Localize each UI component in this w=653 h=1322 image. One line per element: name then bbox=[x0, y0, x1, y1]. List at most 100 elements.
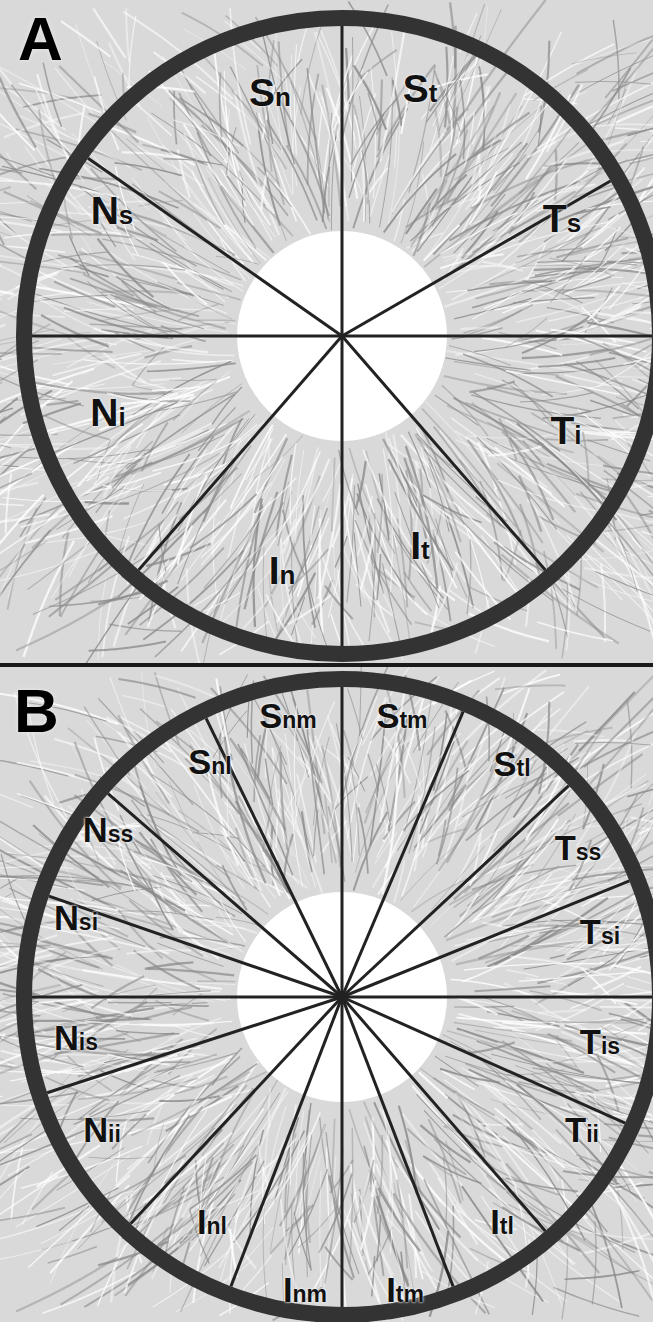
fiber bbox=[606, 530, 653, 656]
fiber bbox=[384, 736, 410, 783]
fiber bbox=[0, 541, 47, 603]
fiber bbox=[126, 8, 129, 62]
fiber bbox=[157, 829, 245, 904]
fiber bbox=[380, 31, 404, 161]
fiber bbox=[461, 1030, 497, 1051]
fiber bbox=[235, 758, 310, 886]
fiber bbox=[182, 384, 242, 434]
fiber bbox=[355, 743, 409, 873]
fiber bbox=[90, 379, 209, 454]
fiber bbox=[467, 539, 471, 614]
fiber bbox=[173, 381, 217, 420]
fiber bbox=[159, 524, 166, 572]
fiber bbox=[12, 399, 65, 401]
fiber bbox=[287, 145, 327, 229]
fiber bbox=[178, 448, 243, 584]
fiber bbox=[80, 808, 151, 869]
fiber bbox=[80, 187, 197, 266]
fiber bbox=[611, 526, 653, 641]
fiber bbox=[467, 281, 552, 290]
fiber bbox=[280, 163, 292, 195]
fiber bbox=[473, 293, 515, 319]
fiber bbox=[220, 569, 235, 620]
fiber bbox=[0, 867, 74, 871]
fiber bbox=[84, 502, 129, 504]
fiber bbox=[0, 187, 11, 207]
fiber bbox=[206, 169, 253, 226]
fiber bbox=[184, 133, 252, 254]
fiber bbox=[351, 98, 397, 164]
fiber bbox=[0, 305, 2, 360]
fiber bbox=[468, 436, 512, 438]
fiber bbox=[163, 262, 207, 304]
fiber bbox=[228, 428, 273, 558]
fiber bbox=[249, 877, 283, 893]
fiber bbox=[523, 265, 600, 267]
fiber bbox=[449, 590, 481, 612]
fiber bbox=[102, 247, 227, 314]
fiber bbox=[164, 181, 248, 248]
fiber bbox=[538, 358, 615, 367]
fiber bbox=[170, 98, 224, 160]
fiber bbox=[281, 447, 318, 575]
fiber bbox=[433, 1078, 494, 1116]
fiber bbox=[185, 918, 258, 933]
fiber bbox=[24, 541, 74, 657]
fiber bbox=[91, 976, 144, 1008]
fiber bbox=[11, 85, 80, 166]
fiber bbox=[503, 1104, 532, 1130]
fiber bbox=[94, 328, 208, 352]
fiber bbox=[487, 150, 524, 184]
fiber bbox=[411, 1178, 461, 1237]
fiber bbox=[305, 460, 317, 513]
fiber bbox=[22, 1172, 53, 1225]
fiber bbox=[197, 319, 235, 321]
fiber bbox=[361, 519, 376, 589]
fiber bbox=[424, 225, 460, 261]
fiber bbox=[0, 324, 6, 369]
fiber bbox=[369, 513, 375, 641]
fiber bbox=[590, 314, 653, 355]
fiber bbox=[283, 459, 329, 545]
fiber bbox=[0, 754, 68, 776]
fiber bbox=[362, 150, 370, 223]
fiber bbox=[588, 286, 620, 320]
fiber bbox=[159, 1096, 220, 1101]
fiber bbox=[0, 442, 118, 449]
fiber bbox=[479, 1134, 553, 1156]
fiber bbox=[243, 594, 272, 628]
fiber bbox=[265, 716, 313, 858]
fiber bbox=[211, 434, 286, 542]
fiber bbox=[550, 258, 614, 275]
fiber bbox=[159, 191, 221, 228]
fiber bbox=[141, 857, 243, 900]
fiber bbox=[119, 381, 219, 407]
fiber bbox=[98, 239, 154, 298]
fiber bbox=[506, 371, 620, 394]
fiber bbox=[311, 505, 315, 540]
fiber bbox=[172, 360, 216, 362]
fiber bbox=[19, 83, 101, 112]
fiber bbox=[415, 794, 420, 871]
fiber bbox=[350, 1128, 353, 1263]
fiber bbox=[177, 283, 241, 300]
fiber bbox=[102, 239, 241, 280]
fiber bbox=[438, 1178, 477, 1245]
fiber bbox=[201, 482, 272, 557]
fiber bbox=[429, 458, 461, 542]
fiber bbox=[350, 758, 359, 855]
fiber bbox=[392, 130, 446, 213]
fiber bbox=[227, 176, 245, 201]
fiber bbox=[377, 554, 381, 600]
fiber bbox=[0, 61, 98, 124]
fiber bbox=[294, 45, 296, 156]
fiber bbox=[0, 520, 36, 616]
fiber bbox=[442, 1034, 491, 1059]
fiber bbox=[194, 158, 224, 225]
fiber bbox=[474, 373, 534, 393]
fiber bbox=[346, 48, 349, 104]
fiber bbox=[0, 1169, 26, 1202]
fiber bbox=[449, 346, 511, 366]
